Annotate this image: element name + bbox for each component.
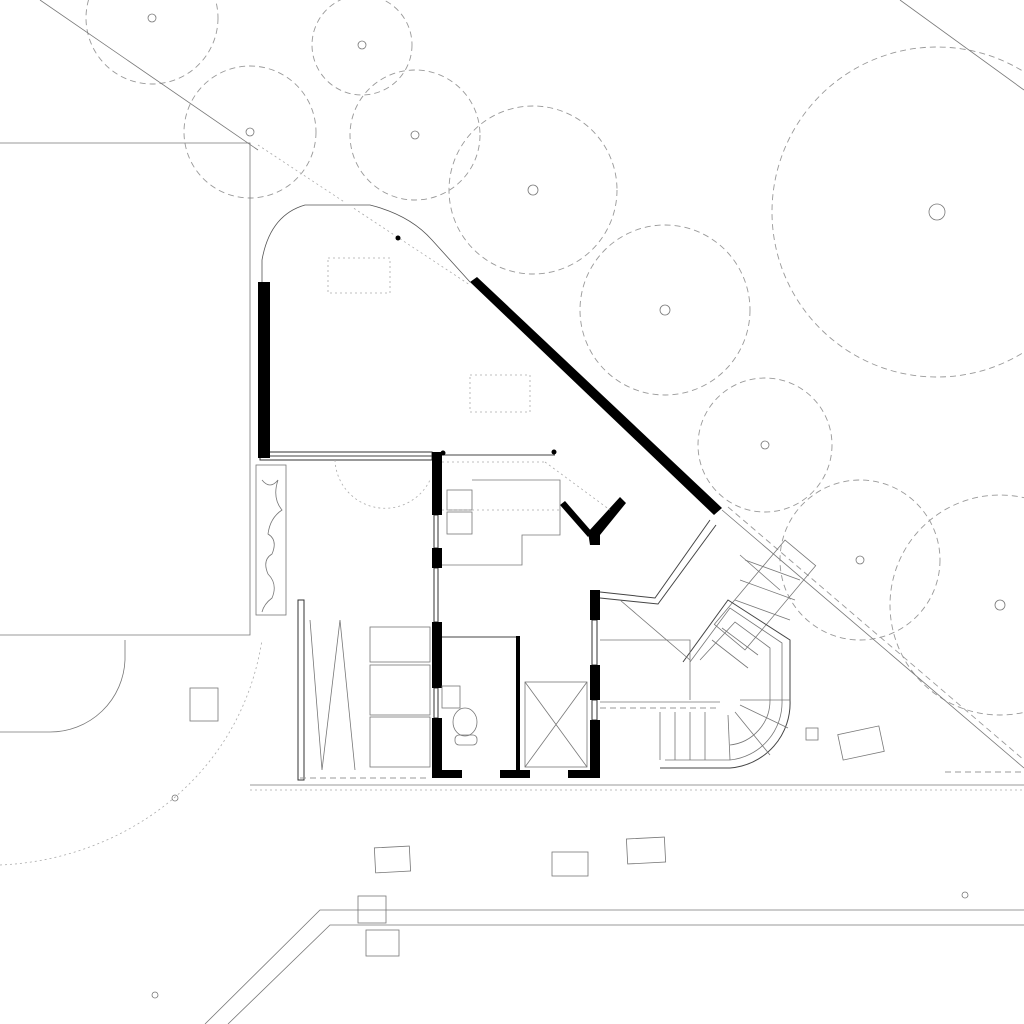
tree-canopy bbox=[697, 377, 833, 513]
tree-canopy bbox=[889, 494, 1024, 716]
tree-canopy bbox=[771, 46, 1024, 378]
tree-canopy bbox=[448, 105, 618, 275]
tree-canopy bbox=[349, 69, 481, 201]
tree-canopy bbox=[85, 0, 219, 85]
glazed-facade bbox=[259, 202, 1024, 781]
staircase bbox=[600, 539, 817, 769]
tree-canopy bbox=[779, 479, 941, 641]
walls bbox=[258, 277, 722, 778]
tree-canopy bbox=[311, 0, 413, 96]
fixtures bbox=[255, 459, 611, 771]
site-objects bbox=[189, 257, 885, 957]
wall bbox=[588, 497, 626, 545]
wall bbox=[470, 277, 722, 515]
columns bbox=[395, 235, 557, 456]
wall bbox=[560, 501, 592, 537]
tree-canopy bbox=[579, 224, 751, 396]
street bbox=[151, 794, 1024, 1024]
site-boundaries bbox=[0, 0, 1024, 866]
planter bbox=[255, 464, 287, 616]
wall bbox=[258, 282, 270, 458]
